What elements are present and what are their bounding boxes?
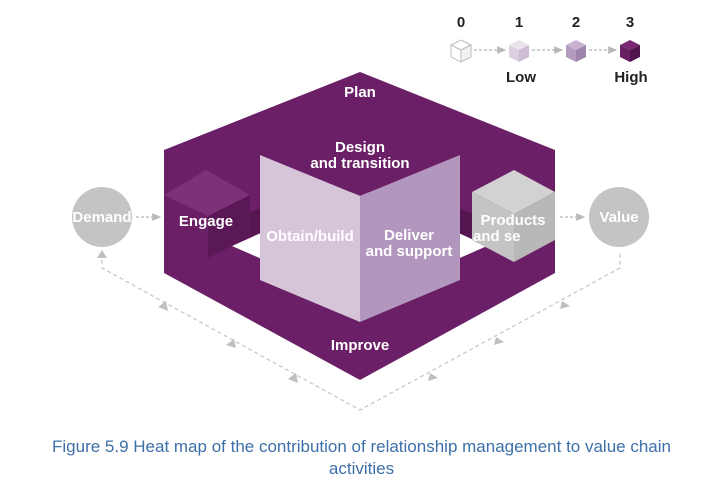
- legend-level-0: 0: [457, 14, 465, 31]
- plan-label: Plan: [344, 84, 376, 101]
- products-label-line2: and se: [473, 228, 521, 245]
- caption-line2: activities: [328, 459, 395, 478]
- legend-level-3: 3: [626, 14, 634, 31]
- legend-high-label: High: [614, 69, 647, 86]
- deliver-label-line2: and support: [366, 243, 453, 260]
- legend-level-1: 1: [515, 14, 523, 31]
- products-services-cube: [472, 170, 555, 262]
- caption-line1: Figure 5.9 Heat map of the contribution …: [52, 437, 671, 456]
- legend-cube-1-icon: [509, 40, 529, 62]
- demand-label: Demand: [72, 209, 131, 226]
- deliver-support-face: [360, 155, 460, 322]
- return-loop: [101, 253, 621, 411]
- legend-low-label: Low: [506, 69, 536, 86]
- demand-node: Demand: [72, 187, 132, 247]
- deliver-label-line1: Deliver: [384, 227, 434, 244]
- return-loop-arrowheads: [97, 250, 570, 383]
- design-label-line2: and transition: [310, 155, 409, 172]
- legend-cube-0-icon: [449, 39, 473, 63]
- legend-cube-3-icon: [620, 40, 640, 62]
- obtain-build-face: [260, 155, 360, 322]
- figure-caption: Figure 5.9 Heat map of the contribution …: [0, 436, 723, 480]
- design-transition-face: [260, 118, 460, 196]
- engage-label: Engage: [179, 213, 233, 230]
- value-label: Value: [599, 209, 638, 226]
- legend-level-2: 2: [572, 14, 580, 31]
- heat-legend: 0 1 2 3 Low High: [449, 14, 648, 86]
- centre-cube: [260, 118, 460, 322]
- value-chain-heatmap-diagram: 0 1 2 3 Low High: [72, 14, 649, 411]
- legend-cube-2-icon: [566, 40, 586, 62]
- obtain-build-label: Obtain/build: [266, 228, 354, 245]
- improve-label: Improve: [331, 337, 389, 354]
- design-label-line1: Design: [335, 139, 385, 156]
- products-label-line1: Products: [480, 212, 545, 229]
- engage-cube: [164, 170, 250, 258]
- value-node: Value: [589, 187, 649, 247]
